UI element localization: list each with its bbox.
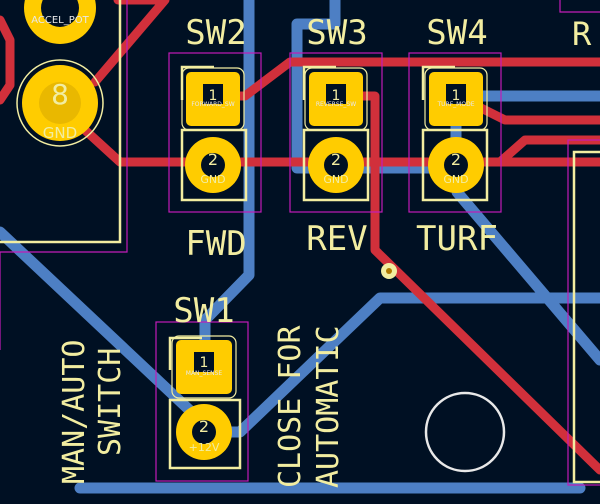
sw4-pin1-mark: [421, 65, 455, 100]
connector-pin-net: GND: [43, 124, 77, 142]
sw1-pad-1-outline: [171, 335, 237, 399]
sw4-label: TURF: [416, 219, 498, 259]
switch-sw3[interactable]: 1 REVERSE_SW 2 GND SW3 REV: [304, 13, 368, 259]
sw4-pad-1-outline: [424, 67, 488, 131]
mounting-hole: [424, 391, 506, 473]
switch-sw2[interactable]: 1 FORWARD_SW 2 GND SW2 FWD: [181, 13, 247, 264]
sw2-pin1-net: FORWARD_SW: [191, 101, 234, 108]
connector-outline: [0, 0, 122, 244]
sw2-pad-2-hole: [201, 153, 225, 177]
sw4-pin2-number: 2: [451, 150, 461, 169]
sw3-label: REV: [306, 219, 367, 259]
sw2-pad-1-outline: [181, 67, 245, 131]
sw2-pad-1-hole: [203, 84, 223, 104]
sw1-ref: SW1: [173, 291, 234, 331]
sw1-pin1-number: 1: [200, 355, 209, 371]
top-trace: [90, 0, 170, 87]
sw4-pad-2-hole: [444, 153, 468, 177]
sw3-pin1-mark: [302, 65, 336, 100]
sw1-pad-2-hole: [192, 420, 216, 444]
courtyard-right: [567, 139, 600, 486]
via-hole: [386, 268, 392, 274]
sw1-pin1-net: MAN_SENSE: [186, 370, 223, 377]
courtyard-top-right: [559, 0, 600, 13]
sw3-pin2-number: 2: [331, 150, 341, 169]
courtyard-sw4: [408, 52, 502, 213]
close-for-label: CLOSE FOR: [273, 325, 308, 488]
sw4-pad-1-hole: [446, 84, 466, 104]
bottom-trace: [199, 0, 255, 346]
sw1-pin2-net: +12V: [189, 441, 220, 454]
sw2-pin1-number: 1: [209, 88, 218, 104]
vias: [381, 263, 506, 473]
sw2-ref: SW2: [185, 13, 246, 53]
sw4-pin2-net: GND: [443, 173, 468, 186]
connector-pad-top-hole: [41, 0, 79, 27]
courtyard-layer: [0, 0, 600, 486]
sw3-pin1-number: 1: [332, 88, 341, 104]
edge-ref-label: R: [572, 15, 592, 53]
bottom-trace: [451, 186, 600, 366]
top-trace: [0, 15, 15, 105]
sw3-pin2-net: GND: [323, 173, 348, 186]
connector-pad-8-hole: [39, 82, 81, 124]
sw3-ref: SW3: [306, 13, 367, 53]
courtyard-sw1: [155, 321, 249, 482]
bottom-trace: [0, 226, 206, 426]
courtyard-sw2: [168, 52, 262, 213]
sw4-pin1-number: 1: [452, 88, 461, 104]
sw3-pin1-net: REVERSE_SW: [316, 101, 356, 108]
automatic-label: AUTOMATIC: [311, 325, 346, 488]
sw2-pin2-net: GND: [200, 173, 225, 186]
right-part-outline: [572, 150, 600, 484]
switch-label: SWITCH: [93, 348, 128, 456]
man-auto-label: MAN/AUTO: [57, 340, 92, 485]
connector-net-label: ACCEL_POT: [31, 15, 89, 26]
sw3-pad-1-outline: [304, 67, 368, 131]
sw2-pin2-number: 2: [208, 150, 218, 169]
sw3-pad-1-hole: [326, 84, 346, 104]
courtyard-connector: [0, 0, 128, 253]
switch-sw4[interactable]: 1 TURF_MODE 2 GND SW4 TURF: [416, 13, 498, 259]
sw1-pin2-number: 2: [199, 417, 209, 436]
sw1-pad-1-hole: [194, 352, 214, 372]
courtyard-sw3: [289, 52, 383, 213]
connector-pad-8-ring: [16, 59, 104, 147]
sw2-label: FWD: [185, 224, 246, 264]
switch-sw1[interactable]: 1 MAN_SENSE 2 +12V SW1: [171, 291, 237, 460]
sw3-pad-2-hole: [324, 153, 348, 177]
sw4-pin1-net: TURF_MODE: [437, 101, 475, 108]
connector-pads: ACCEL_POT 8 GND: [16, 0, 104, 147]
sw1-pin1-mark: [168, 336, 202, 370]
sw1-outline: [168, 398, 242, 470]
rotated-labels: MAN/AUTO SWITCH CLOSE FOR AUTOMATIC: [57, 325, 346, 488]
sw4-ref: SW4: [426, 13, 487, 53]
connector-pin-number: 8: [51, 78, 69, 111]
